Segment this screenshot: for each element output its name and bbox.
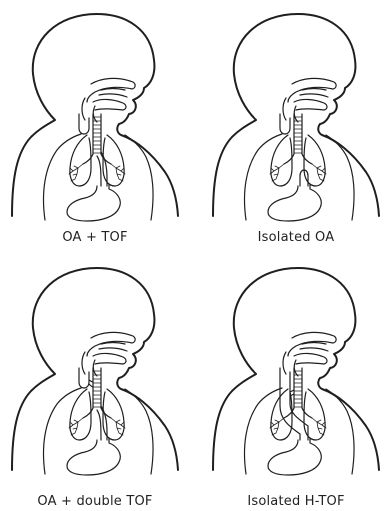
panel-oa-double-tof: OA + double TOF	[5, 256, 185, 496]
panel-isolated-h-tof: Isolated H-TOF	[206, 256, 386, 496]
stomach	[268, 438, 321, 475]
chest-outline	[44, 388, 154, 474]
nasal-cavity	[87, 78, 135, 102]
stomach	[67, 184, 120, 221]
oa-tof-illustration	[5, 2, 185, 227]
carina	[284, 154, 312, 164]
trachea-walls	[294, 114, 302, 154]
isolated-h-tof-illustration	[206, 256, 386, 481]
palate	[99, 343, 127, 352]
caption-isolated-oa: Isolated OA	[206, 230, 386, 245]
caption-oa-double-tof: OA + double TOF	[5, 494, 185, 509]
panel-oa-tof: OA + TOF	[5, 2, 185, 242]
trachea-walls	[294, 368, 302, 408]
isolated-oa-illustration	[206, 2, 386, 227]
palate	[99, 89, 127, 98]
chest-outline	[44, 134, 154, 220]
trachea	[270, 368, 326, 435]
trachea	[69, 368, 125, 435]
stomach	[67, 438, 120, 475]
trachea-walls	[93, 368, 101, 408]
trachea-walls	[93, 114, 101, 154]
nasal-cavity	[288, 78, 336, 102]
nasal-cavity	[288, 332, 336, 356]
caption-isolated-h-tof: Isolated H-TOF	[206, 494, 386, 509]
chest-outline	[245, 388, 355, 474]
stomach	[268, 184, 321, 221]
nasal-cavity	[87, 332, 135, 356]
trachea	[69, 114, 125, 181]
tongue	[294, 353, 327, 364]
oa-double-tof-illustration	[5, 256, 185, 481]
caption-oa-tof: OA + TOF	[5, 230, 185, 245]
tongue	[294, 99, 327, 110]
carina	[284, 408, 312, 418]
palate	[300, 89, 328, 98]
panel-isolated-oa: Isolated OA	[206, 2, 386, 242]
trachea	[270, 114, 326, 181]
tongue	[93, 99, 126, 110]
tongue	[93, 353, 126, 364]
palate	[300, 343, 328, 352]
chest-outline	[245, 134, 355, 220]
